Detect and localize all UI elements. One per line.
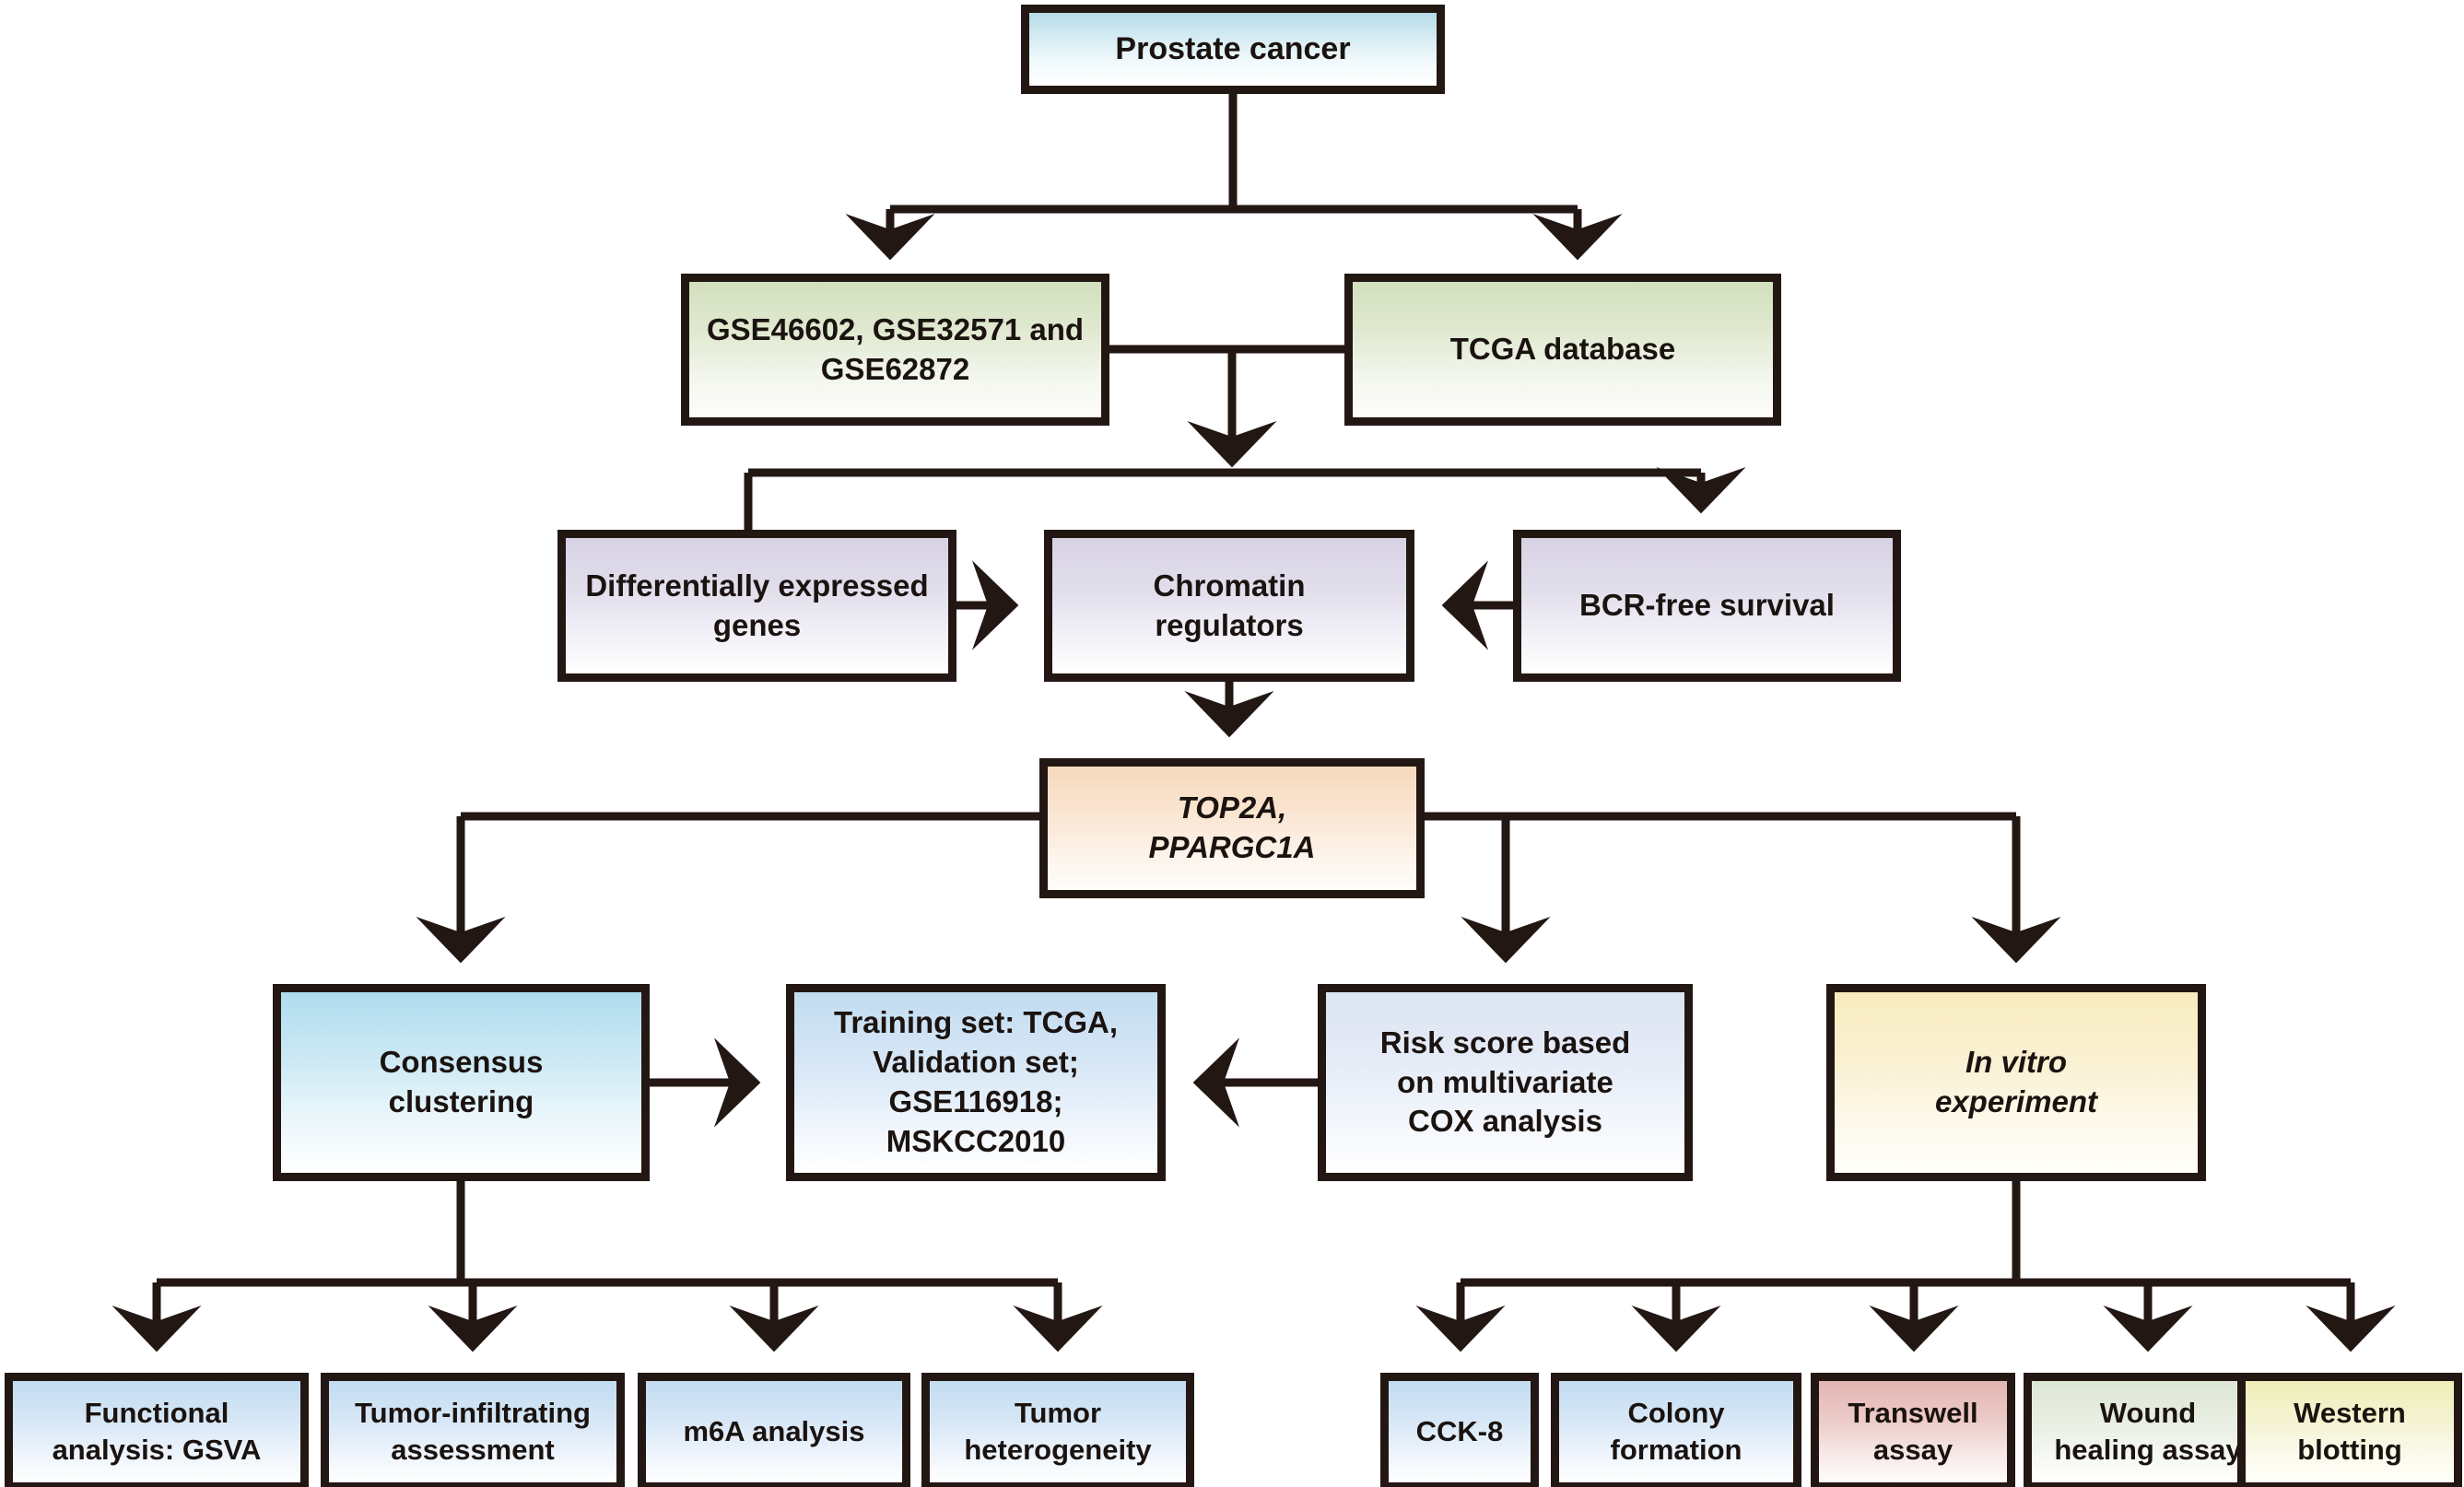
node-wound-healing-assay[interactable]: Wound healing assay	[2024, 1373, 2272, 1487]
node-tumor-heterogeneity[interactable]: Tumor heterogeneity	[921, 1373, 1194, 1487]
node-tcga-database[interactable]: TCGA database	[1344, 274, 1781, 426]
node-prostate-cancer[interactable]: Prostate cancer	[1021, 5, 1445, 94]
node-top2a-ppargc1a[interactable]: TOP2A, PPARGC1A	[1039, 758, 1425, 898]
node-m6a-analysis[interactable]: m6A analysis	[638, 1373, 910, 1487]
in-vitro-label: In vitro experiment	[1934, 1045, 2098, 1118]
node-in-vitro-experiment[interactable]: In vitro experiment	[1826, 984, 2206, 1181]
node-risk-score-cox[interactable]: Risk score based on multivariate COX ana…	[1318, 984, 1693, 1181]
node-colony-formation[interactable]: Colony formation	[1551, 1373, 1801, 1487]
node-tumor-infiltrating-assessment[interactable]: Tumor-infiltrating assessment	[321, 1373, 625, 1487]
node-functional-analysis-gsva[interactable]: Functional analysis: GSVA	[5, 1373, 309, 1487]
node-differentially-expressed-genes[interactable]: Differentially expressed genes	[557, 530, 956, 682]
node-cck8[interactable]: CCK-8	[1380, 1373, 1539, 1487]
node-gse-datasets[interactable]: GSE46602, GSE32571 and GSE62872	[681, 274, 1109, 426]
node-consensus-clustering[interactable]: Consensus clustering	[273, 984, 650, 1181]
node-bcr-free-survival[interactable]: BCR-free survival	[1513, 530, 1901, 682]
node-chromatin-regulators[interactable]: Chromatin regulators	[1044, 530, 1414, 682]
node-transwell-assay[interactable]: Transwell assay	[1811, 1373, 2015, 1487]
node-training-validation-sets[interactable]: Training set: TCGA, Validation set; GSE1…	[786, 984, 1166, 1181]
node-western-blotting[interactable]: Western blotting	[2237, 1373, 2462, 1487]
